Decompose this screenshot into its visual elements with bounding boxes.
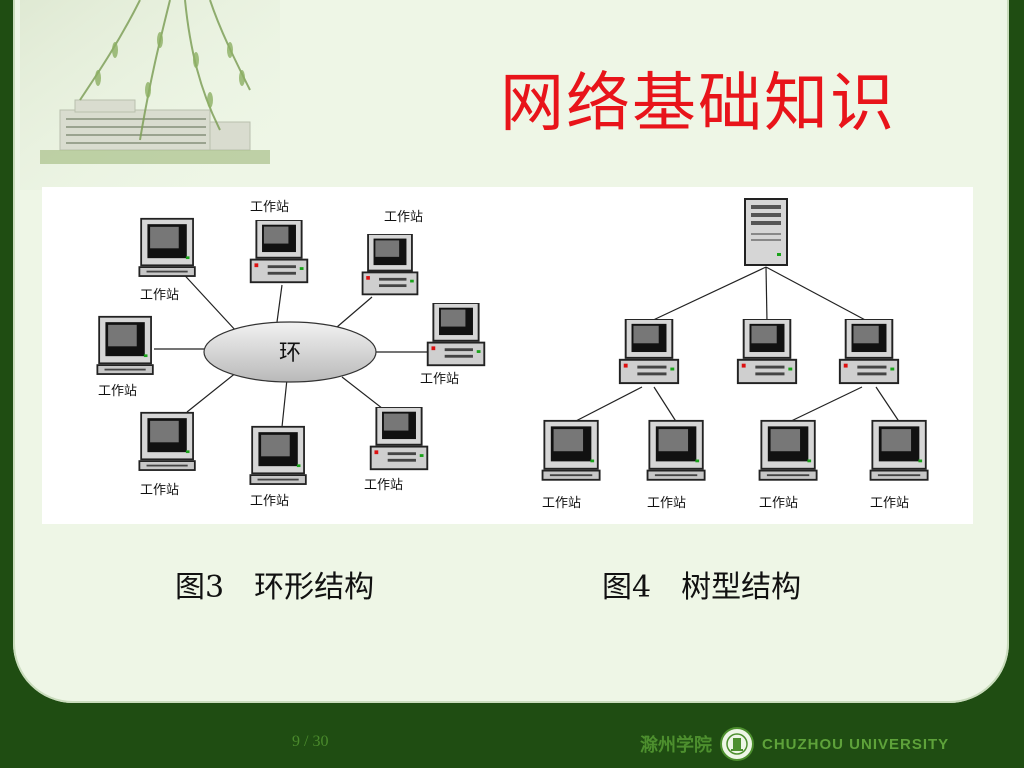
campus-willow-image — [20, 0, 280, 190]
computer-icon — [426, 303, 486, 367]
computer-icon — [758, 419, 818, 481]
ring-hub-label: 环 — [279, 341, 301, 366]
server-icon — [743, 197, 789, 267]
ring-hub — [203, 321, 377, 383]
tree-node-label: 工作站 — [870, 496, 909, 511]
ring-node-label: 工作站 — [384, 210, 423, 225]
ring-node-label: 工作站 — [250, 494, 289, 509]
tree-node-label: 工作站 — [542, 496, 581, 511]
page-indicator: 9 / 30 — [292, 733, 329, 750]
ring-node-label: 工作站 — [98, 384, 137, 399]
university-name-cn: 滁州学院 — [640, 735, 712, 756]
tree-node-label: 工作站 — [647, 496, 686, 511]
university-brand: 滁州学院 CHUZHOU UNIVERSITY — [640, 727, 949, 761]
ring-node-label: 工作站 — [140, 483, 179, 498]
computer-icon — [138, 411, 196, 472]
computer-icon — [361, 234, 419, 296]
ring-node-label: 工作站 — [420, 372, 459, 387]
computer-icon — [138, 217, 196, 278]
computer-icon — [369, 407, 429, 471]
computer-icon — [96, 315, 154, 376]
tree-figure-caption: 图4 树型结构 — [602, 570, 802, 605]
ring-figure-caption: 图3 环形结构 — [175, 570, 375, 605]
computer-icon — [249, 220, 309, 284]
tree-node-label: 工作站 — [759, 496, 798, 511]
university-seal-icon — [720, 727, 754, 761]
computer-icon — [736, 319, 798, 385]
tree-topology: 工作站 工作站 工作站 工作站 — [541, 197, 929, 511]
slide-title: 网络基础知识 — [500, 67, 896, 141]
computer-icon — [618, 319, 680, 385]
ring-node-label: 工作站 — [250, 200, 289, 215]
computer-icon — [646, 419, 706, 481]
computer-icon — [838, 319, 900, 385]
university-name-en: CHUZHOU UNIVERSITY — [762, 735, 950, 753]
ring-node-label: 工作站 — [140, 288, 179, 303]
ring-node-label: 工作站 — [364, 478, 403, 493]
network-diagram-panel: 环 工作站 工作站 工作站 工作站 工作站 工作站 工作站 工作站 — [42, 187, 973, 524]
computer-icon — [541, 419, 601, 481]
computer-icon — [249, 425, 307, 486]
ring-topology: 环 工作站 工作站 工作站 工作站 工作站 工作站 工作站 工作站 — [96, 200, 486, 509]
computer-icon — [869, 419, 929, 481]
